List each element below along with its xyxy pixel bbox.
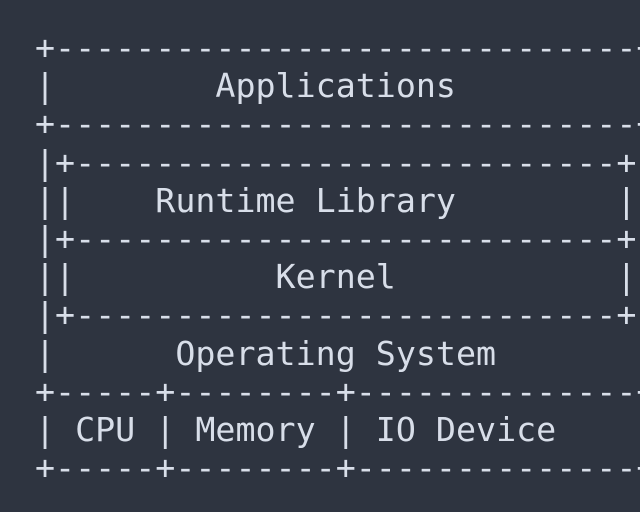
applications-bottom-border: +-----------------------------+ — [35, 104, 640, 144]
kernel-top-border: |+---------------------------+| — [35, 218, 640, 258]
hardware-top-border: +-----+--------+--------------+ — [35, 371, 640, 411]
ascii-architecture-diagram: +-----------------------------+| Applica… — [35, 28, 640, 488]
kernel-bottom-border: |+---------------------------+| — [35, 295, 640, 335]
runtime-library-top-border: |+---------------------------+| — [35, 142, 640, 182]
bottom-border-line: +-----+--------+--------------+ — [35, 448, 640, 488]
top-border-line: +-----------------------------+ — [35, 28, 640, 67]
runtime-library-row: || Runtime Library || — [35, 180, 640, 220]
hardware-row: | CPU | Memory | IO Device | — [35, 409, 640, 449]
operating-system-row: | Operating System | — [35, 333, 640, 373]
kernel-row: || Kernel || — [35, 257, 640, 297]
applications-row: | Applications | — [35, 66, 640, 106]
